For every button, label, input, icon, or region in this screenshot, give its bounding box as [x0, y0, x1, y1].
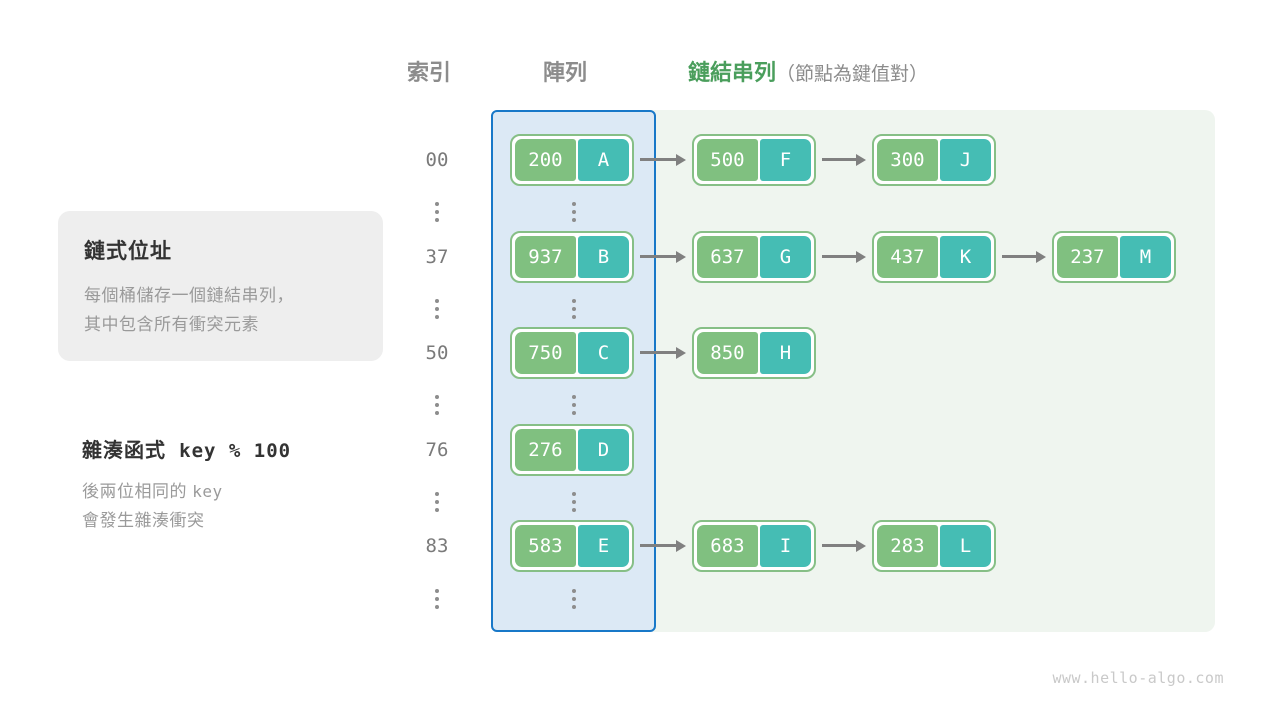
- hash-function-body-line-1-key: key: [192, 482, 223, 501]
- node-link-arrow: [822, 154, 866, 166]
- node-value-cell: J: [939, 139, 991, 181]
- node-link-arrow: [822, 251, 866, 263]
- node-value-cell: D: [577, 429, 629, 471]
- node-key-cell: 276: [515, 429, 576, 471]
- node-key-cell: 583: [515, 525, 576, 567]
- column-header-linked-list-label: 鏈結串列: [688, 60, 777, 85]
- info-card: 鏈式位址 每個桶儲存一個鏈結串列， 其中包含所有衝突元素: [58, 211, 383, 361]
- node-value-cell: A: [577, 139, 629, 181]
- node-link-arrow: [640, 540, 686, 552]
- node-value-cell: E: [577, 525, 629, 567]
- hash-function-body-line-1: 後兩位相同的 key: [82, 477, 382, 506]
- hash-function-formula: key % 100: [179, 440, 292, 462]
- arrow-head: [676, 540, 686, 552]
- bucket-index-label: 00: [425, 149, 449, 171]
- array-column-ellipsis: [568, 492, 580, 512]
- array-column-ellipsis: [568, 299, 580, 319]
- node-key-cell: 200: [515, 139, 576, 181]
- node-value-cell: K: [939, 236, 991, 278]
- arrow-head: [676, 347, 686, 359]
- index-column-ellipsis: [431, 395, 443, 415]
- hash-function-label: 雜湊函式: [82, 440, 166, 462]
- arrow-line: [822, 544, 857, 547]
- node-key-cell: 237: [1057, 236, 1118, 278]
- arrow-line: [822, 255, 857, 258]
- node-key-cell: 437: [877, 236, 938, 278]
- node-value-cell: M: [1119, 236, 1171, 278]
- hash-function-body-line-1-text: 後兩位相同的: [82, 482, 187, 501]
- node-key-cell: 500: [697, 139, 758, 181]
- node-link-arrow: [640, 154, 686, 166]
- array-column-ellipsis: [568, 589, 580, 609]
- node-key-cell: 283: [877, 525, 938, 567]
- column-header-linked-list: 鏈結串列（節點為鍵值對）: [688, 55, 928, 87]
- hash-function-body-line-2: 會發生雜湊衝突: [82, 511, 205, 530]
- hash-function-title: 雜湊函式 key % 100: [82, 434, 382, 463]
- bucket-index-label: 83: [425, 535, 449, 557]
- bucket-index-label: 76: [425, 439, 449, 461]
- node-link-arrow: [822, 540, 866, 552]
- node-key-cell: 850: [697, 332, 758, 374]
- info-card-body-line-1: 每個桶儲存一個鏈結串列，: [84, 286, 294, 305]
- column-header-index: 索引: [407, 60, 452, 85]
- node-value-cell: H: [759, 332, 811, 374]
- index-column-ellipsis: [431, 492, 443, 512]
- hash-function-body: 後兩位相同的 key 會發生雜湊衝突: [82, 477, 382, 535]
- hash-function-note: 雜湊函式 key % 100 後兩位相同的 key 會發生雜湊衝突: [82, 434, 382, 535]
- node-link-arrow: [640, 347, 686, 359]
- arrow-head: [676, 251, 686, 263]
- node-value-cell: C: [577, 332, 629, 374]
- arrow-line: [640, 158, 677, 161]
- column-header-linked-list-note: （節點為鍵值對）: [776, 64, 929, 85]
- arrow-head: [1036, 251, 1046, 263]
- info-card-title: 鏈式位址: [84, 240, 172, 263]
- node-key-cell: 750: [515, 332, 576, 374]
- node-value-cell: G: [759, 236, 811, 278]
- bucket-index-label: 50: [425, 342, 449, 364]
- watermark: www.hello-algo.com: [1052, 669, 1224, 687]
- array-column-ellipsis: [568, 395, 580, 415]
- node-link-arrow: [640, 251, 686, 263]
- index-column-ellipsis: [431, 202, 443, 222]
- arrow-head: [676, 154, 686, 166]
- node-value-cell: L: [939, 525, 991, 567]
- arrow-line: [822, 158, 857, 161]
- node-key-cell: 300: [877, 139, 938, 181]
- node-link-arrow: [1002, 251, 1046, 263]
- node-value-cell: I: [759, 525, 811, 567]
- node-key-cell: 637: [697, 236, 758, 278]
- bucket-index-label: 37: [425, 246, 449, 268]
- node-key-cell: 683: [697, 525, 758, 567]
- node-key-cell: 937: [515, 236, 576, 278]
- index-column-ellipsis: [431, 589, 443, 609]
- arrow-line: [1002, 255, 1037, 258]
- index-column-ellipsis: [431, 299, 443, 319]
- arrow-head: [856, 251, 866, 263]
- arrow-head: [856, 540, 866, 552]
- arrow-head: [856, 154, 866, 166]
- arrow-line: [640, 351, 677, 354]
- arrow-line: [640, 255, 677, 258]
- node-value-cell: F: [759, 139, 811, 181]
- array-column-ellipsis: [568, 202, 580, 222]
- info-card-body: 每個桶儲存一個鏈結串列， 其中包含所有衝突元素: [84, 281, 357, 339]
- column-header-array: 陣列: [543, 60, 588, 85]
- node-value-cell: B: [577, 236, 629, 278]
- arrow-line: [640, 544, 677, 547]
- info-card-body-line-2: 其中包含所有衝突元素: [84, 315, 259, 334]
